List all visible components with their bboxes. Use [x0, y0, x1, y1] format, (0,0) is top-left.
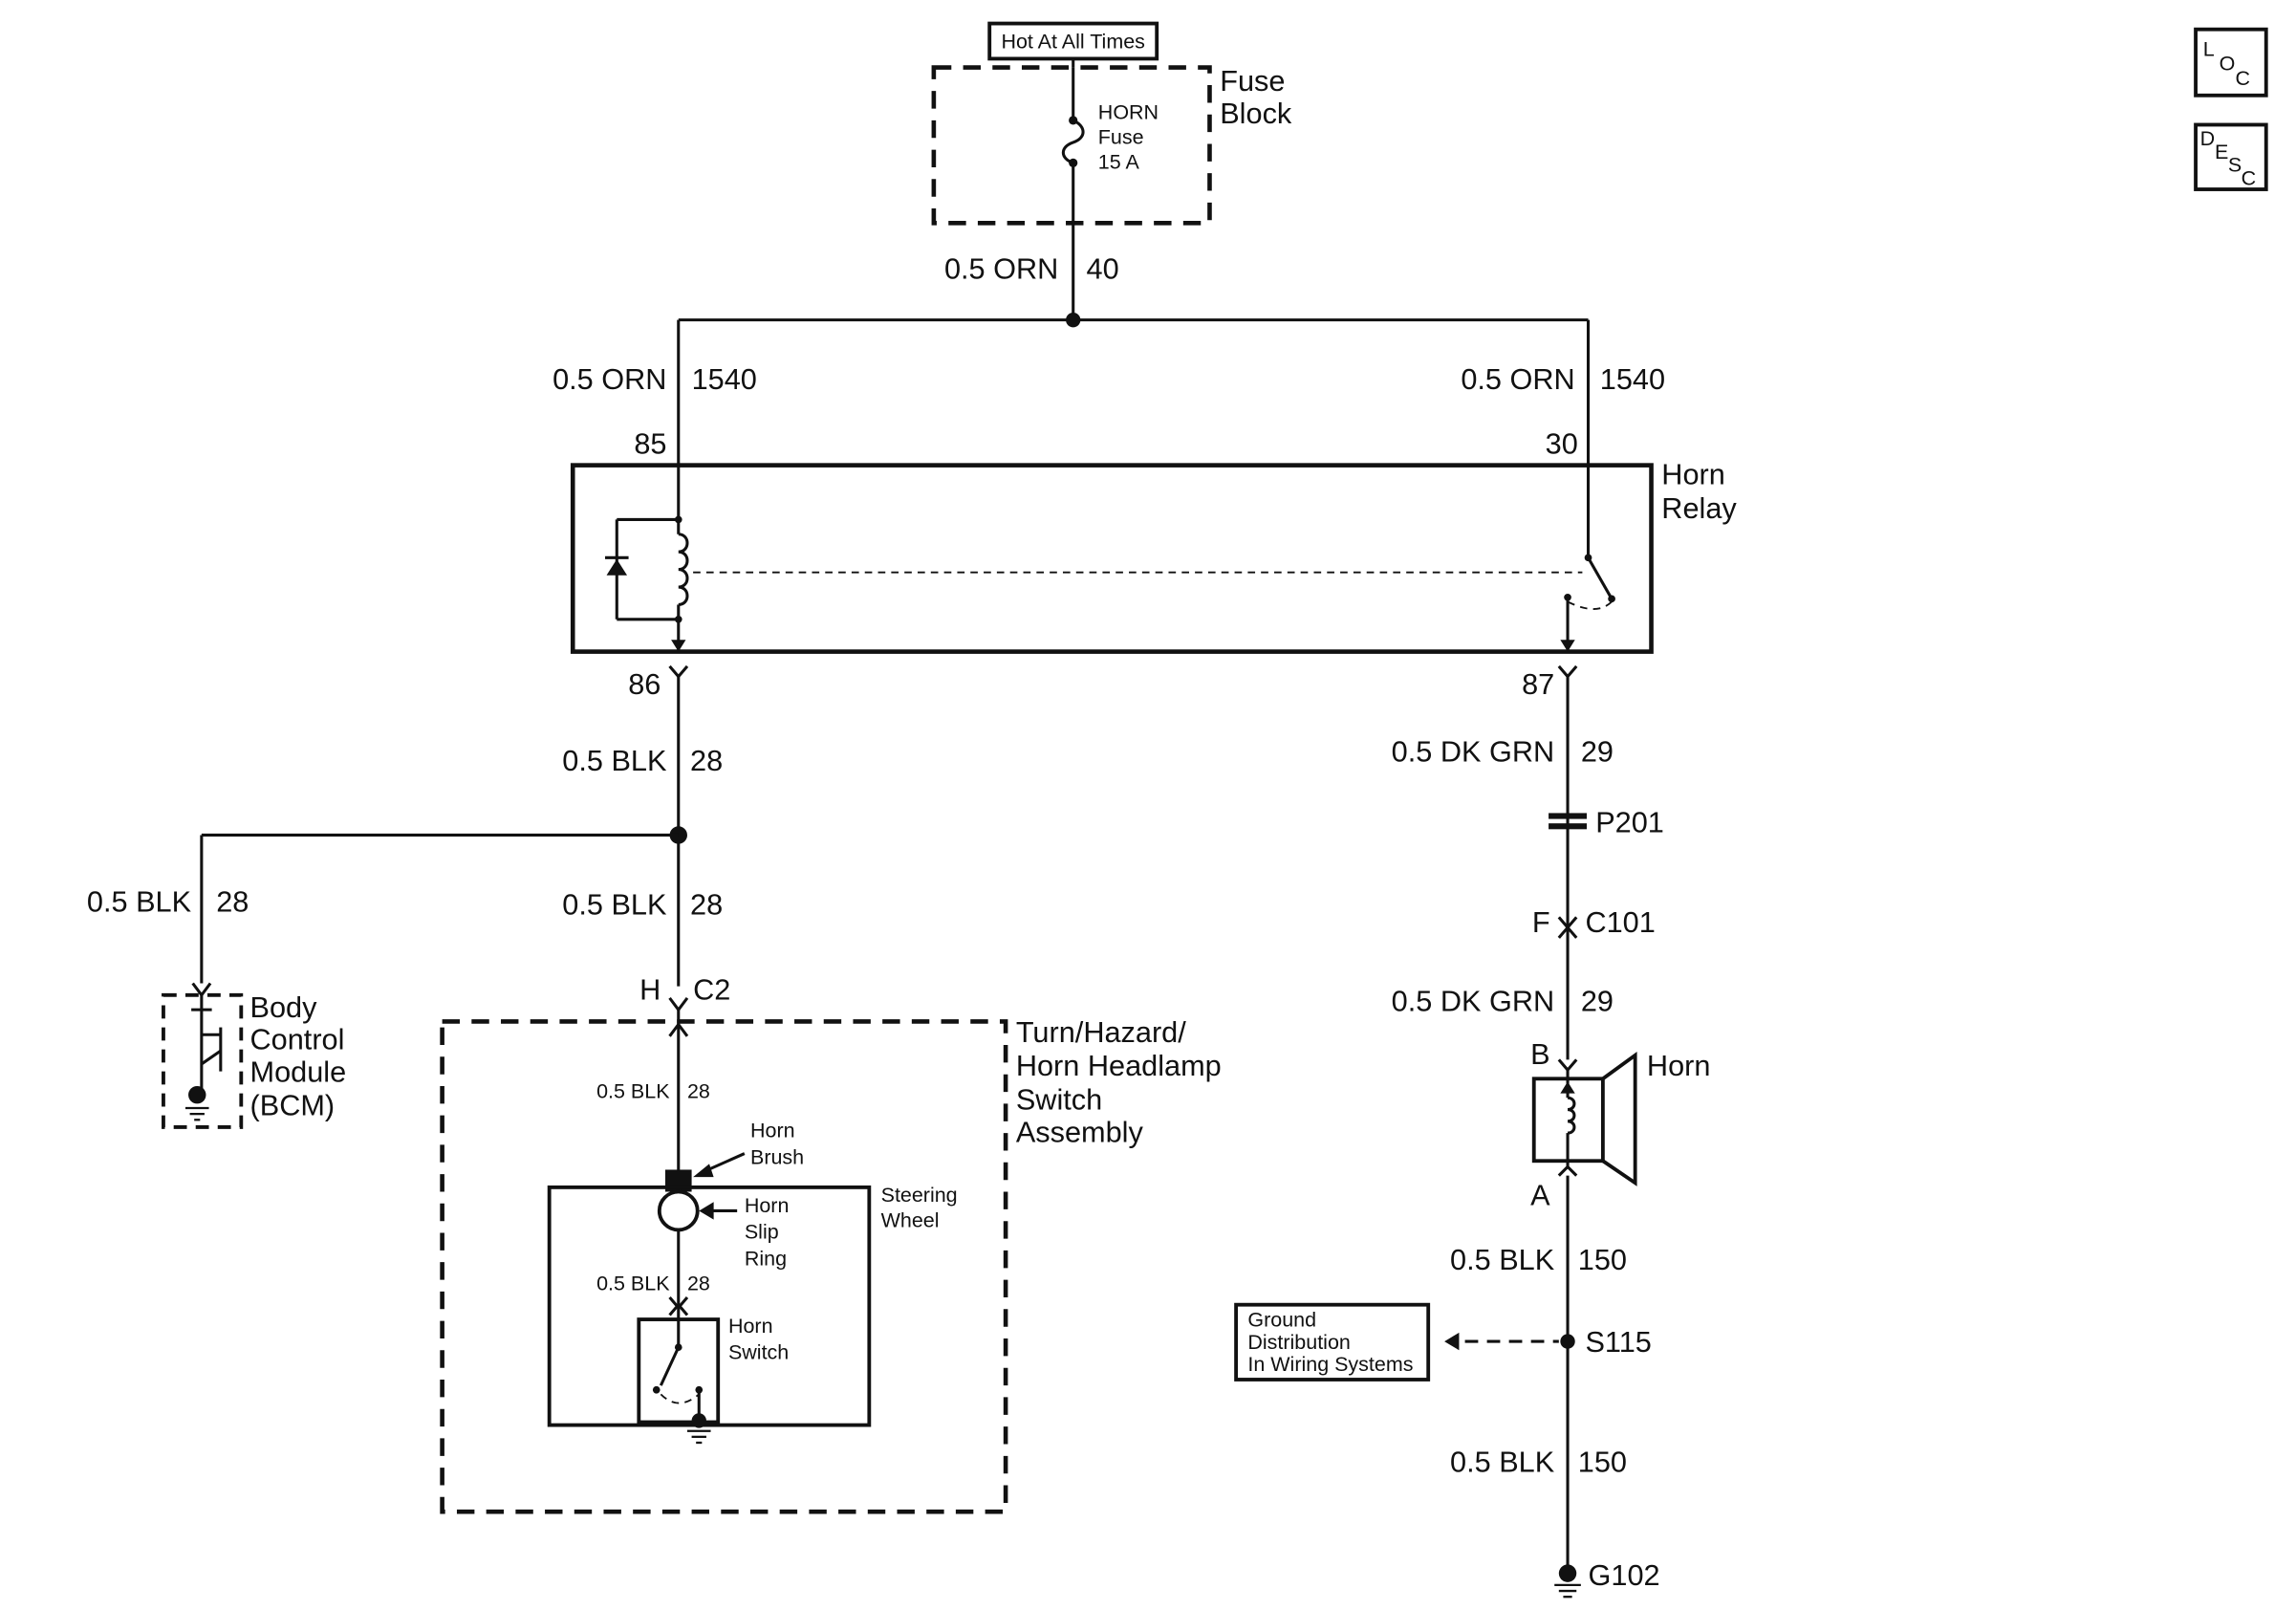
- turn-hazard-horn-switch-assembly: Turn/Hazard/ Horn Headlamp Switch Assemb…: [440, 1015, 1222, 1514]
- svg-text:0.5 ORN: 0.5 ORN: [944, 252, 1058, 286]
- relay-contact: [1560, 465, 1615, 652]
- splice-dot: [1066, 312, 1081, 328]
- svg-text:Horn: Horn: [1647, 1049, 1711, 1082]
- svg-text:C2: C2: [693, 972, 730, 1006]
- svg-text:150: 150: [1578, 1243, 1627, 1276]
- svg-text:Hot At All Times: Hot At All Times: [1001, 31, 1144, 54]
- svg-text:D: D: [2200, 127, 2216, 150]
- connector-p201: P201: [1549, 805, 1664, 838]
- svg-text:29: 29: [1581, 735, 1614, 769]
- svg-text:B: B: [1530, 1037, 1549, 1071]
- svg-text:Horn: Horn: [750, 1120, 795, 1142]
- svg-text:P201: P201: [1595, 805, 1664, 838]
- svg-text:Control: Control: [250, 1023, 345, 1056]
- svg-text:0.5 BLK: 0.5 BLK: [562, 744, 667, 777]
- svg-text:E: E: [2215, 141, 2228, 163]
- svg-text:Fuse: Fuse: [1220, 64, 1285, 98]
- svg-text:0.5 DK GRN: 0.5 DK GRN: [1392, 985, 1555, 1018]
- svg-text:Horn: Horn: [728, 1315, 773, 1338]
- svg-text:15 A: 15 A: [1098, 151, 1140, 174]
- svg-text:85: 85: [634, 426, 666, 460]
- body-control-module: Body Control Module (BCM): [162, 982, 347, 1129]
- svg-text:Module: Module: [250, 1055, 347, 1088]
- svg-text:0.5 ORN: 0.5 ORN: [552, 362, 666, 396]
- ground-g102: G102: [1554, 1558, 1660, 1599]
- horn-switch: Horn Switch: [637, 1315, 789, 1445]
- svg-text:A: A: [1530, 1178, 1550, 1211]
- svg-text:28: 28: [690, 744, 723, 777]
- svg-text:Block: Block: [1220, 97, 1292, 130]
- svg-text:87: 87: [1522, 667, 1554, 701]
- svg-text:L: L: [2203, 37, 2215, 60]
- svg-text:0.5 DK GRN: 0.5 DK GRN: [1392, 735, 1555, 769]
- svg-text:C: C: [2236, 67, 2251, 90]
- svg-text:40: 40: [1087, 252, 1119, 286]
- svg-text:(BCM): (BCM): [250, 1089, 336, 1122]
- horn-slip-ring: Horn Slip Ring: [657, 1189, 790, 1270]
- fuse-block: Fuse Block: [931, 64, 1292, 226]
- svg-text:Wheel: Wheel: [881, 1208, 940, 1231]
- svg-text:Turn/Hazard/: Turn/Hazard/: [1016, 1015, 1186, 1049]
- hot-at-all-times-label: Hot At All Times: [987, 21, 1159, 61]
- svg-text:150: 150: [1578, 1446, 1627, 1479]
- svg-text:0.5 BLK: 0.5 BLK: [562, 887, 667, 921]
- connector-c101: F C101: [1532, 905, 1656, 939]
- svg-text:C101: C101: [1585, 905, 1655, 939]
- svg-text:28: 28: [687, 1272, 710, 1295]
- svg-text:In Wiring Systems: In Wiring Systems: [1247, 1353, 1413, 1376]
- horn-relay: Horn Relay 85 30 86 87: [570, 426, 1737, 701]
- svg-text:Ground: Ground: [1247, 1309, 1316, 1332]
- svg-text:28: 28: [687, 1079, 710, 1102]
- svg-text:Steering: Steering: [881, 1184, 958, 1207]
- svg-text:Relay: Relay: [1661, 491, 1737, 525]
- svg-text:Brush: Brush: [750, 1145, 804, 1168]
- svg-text:29: 29: [1581, 985, 1614, 1018]
- horn: B Horn A: [1530, 1037, 1710, 1211]
- svg-text:Switch: Switch: [1016, 1083, 1102, 1117]
- svg-text:0.5 BLK: 0.5 BLK: [596, 1079, 670, 1102]
- svg-text:0.5 BLK: 0.5 BLK: [596, 1272, 670, 1295]
- splice-s115: S115: [1560, 1325, 1652, 1359]
- desc-icon[interactable]: D E S C: [2194, 122, 2268, 191]
- svg-text:0.5 BLK: 0.5 BLK: [1450, 1446, 1555, 1479]
- svg-text:S115: S115: [1585, 1325, 1651, 1359]
- svg-text:1540: 1540: [1600, 362, 1665, 396]
- svg-text:F: F: [1532, 905, 1550, 939]
- loc-icon[interactable]: L O C: [2194, 27, 2268, 98]
- svg-text:G102: G102: [1589, 1558, 1660, 1592]
- svg-text:Body: Body: [250, 990, 318, 1024]
- svg-text:Distribution: Distribution: [1247, 1331, 1350, 1354]
- svg-text:Horn: Horn: [745, 1194, 790, 1217]
- svg-text:0.5 BLK: 0.5 BLK: [1450, 1243, 1555, 1276]
- steering-wheel: Steering Wheel: [547, 1184, 958, 1427]
- svg-text:Fuse: Fuse: [1098, 125, 1144, 148]
- svg-text:1540: 1540: [692, 362, 757, 396]
- svg-text:28: 28: [690, 887, 723, 921]
- svg-text:Assembly: Assembly: [1016, 1115, 1144, 1148]
- svg-text:HORN: HORN: [1098, 100, 1159, 123]
- svg-text:28: 28: [216, 884, 249, 918]
- relay-coil: [605, 465, 689, 652]
- svg-text:Horn: Horn: [1661, 458, 1725, 491]
- svg-text:O: O: [2220, 53, 2236, 76]
- horn-fuse: HORN Fuse 15 A: [1061, 67, 1159, 320]
- ground-distribution-reference[interactable]: Ground Distribution In Wiring Systems: [1234, 1302, 1559, 1382]
- svg-text:86: 86: [628, 667, 661, 701]
- svg-text:0.5 BLK: 0.5 BLK: [87, 884, 192, 918]
- svg-text:C: C: [2242, 166, 2257, 189]
- svg-text:Ring: Ring: [745, 1247, 787, 1270]
- svg-text:0.5 ORN: 0.5 ORN: [1461, 362, 1574, 396]
- svg-text:30: 30: [1546, 426, 1578, 460]
- svg-text:Switch: Switch: [728, 1340, 789, 1363]
- svg-text:H: H: [639, 972, 661, 1006]
- horn-brush: Horn Brush: [664, 1120, 804, 1192]
- svg-text:S: S: [2228, 154, 2242, 177]
- svg-text:Horn Headlamp: Horn Headlamp: [1016, 1049, 1222, 1082]
- svg-text:Slip: Slip: [745, 1221, 779, 1244]
